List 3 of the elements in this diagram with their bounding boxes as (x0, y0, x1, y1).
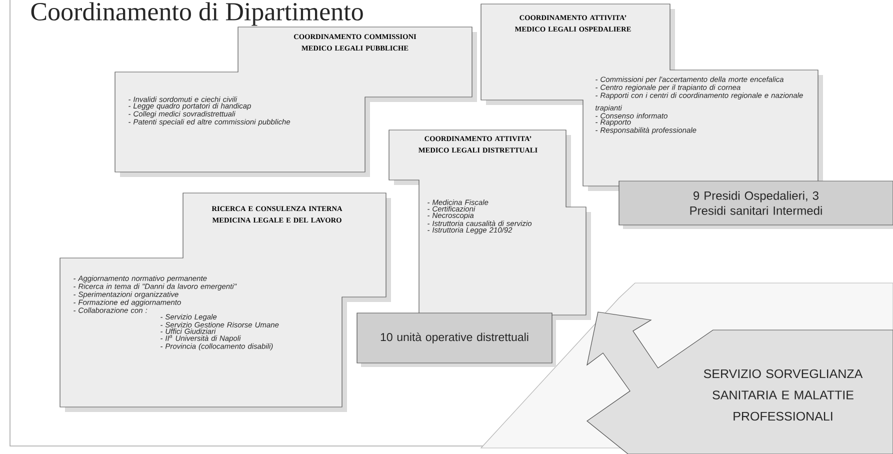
title: Coordinamento di Dipartimento (31, 2, 363, 26)
label-box: 10 unità operative distrettuali (356, 312, 556, 367)
label-box: 9 Presidi Ospedalieri, 3 Presidi sanitari Intermedi (618, 180, 893, 229)
